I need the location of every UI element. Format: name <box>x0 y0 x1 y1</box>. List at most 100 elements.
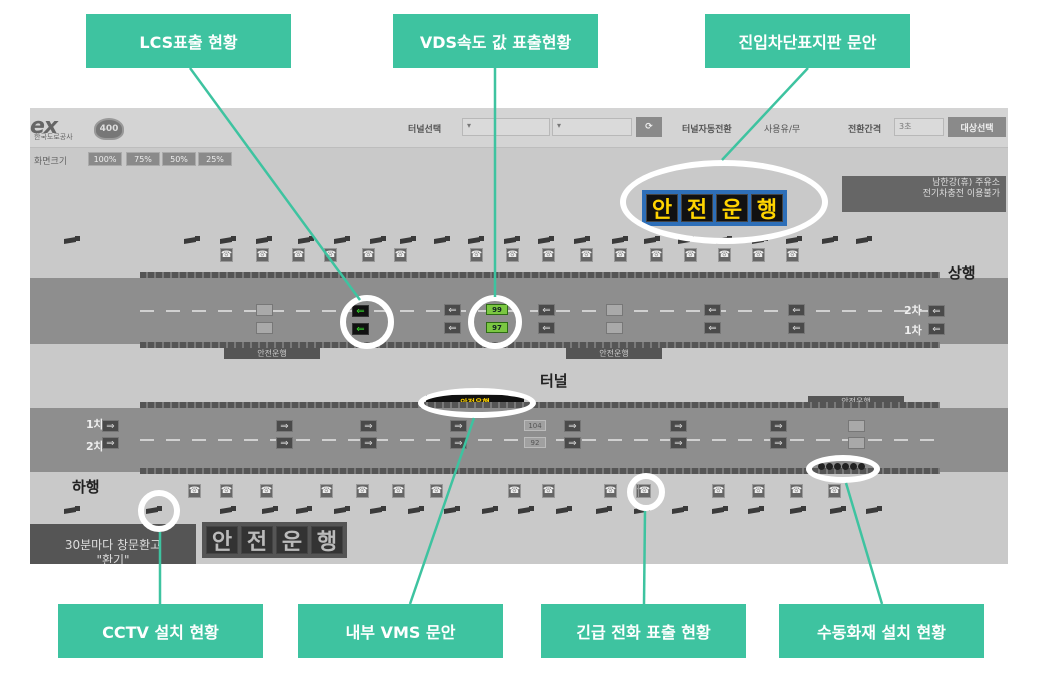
emergency-phone-icon[interactable]: ☎ <box>828 484 841 498</box>
cctv-icon[interactable] <box>538 236 556 244</box>
cctv-icon[interactable] <box>822 236 840 244</box>
cctv-icon[interactable] <box>256 236 274 244</box>
zoom-25-button[interactable]: 25% <box>198 152 232 166</box>
emergency-phone-icon[interactable]: ☎ <box>542 248 555 262</box>
zoom-50-button[interactable]: 50% <box>162 152 196 166</box>
lcs-signal[interactable]: ⇒ <box>276 437 293 449</box>
lcs-signal[interactable]: ⇒ <box>360 437 377 449</box>
tunnel-select-1[interactable]: ▾ <box>462 118 550 136</box>
lcs-signal[interactable]: ⇒ <box>770 420 787 432</box>
emergency-phone-icon[interactable]: ☎ <box>220 248 233 262</box>
zoom-100-button[interactable]: 100% <box>88 152 122 166</box>
cctv-icon[interactable] <box>644 236 662 244</box>
tunnel-select-2[interactable]: ▾ <box>552 118 632 136</box>
cctv-icon[interactable] <box>712 506 730 514</box>
cctv-icon[interactable] <box>574 236 592 244</box>
lcs-signal[interactable] <box>848 437 865 449</box>
cctv-icon[interactable] <box>220 506 238 514</box>
cctv-icon[interactable] <box>184 236 202 244</box>
cctv-icon[interactable] <box>612 236 630 244</box>
use-toggle-checkbox[interactable]: 사용유/무 <box>764 125 801 135</box>
cctv-icon[interactable] <box>262 506 280 514</box>
lcs-signal[interactable]: ⇒ <box>102 420 119 432</box>
emergency-phone-icon[interactable]: ☎ <box>650 248 663 262</box>
lcs-signal[interactable] <box>256 322 273 334</box>
cctv-icon[interactable] <box>64 506 82 514</box>
vds-speed-down-lane1[interactable]: 104 <box>524 420 546 431</box>
cctv-icon[interactable] <box>556 506 574 514</box>
emergency-phone-icon[interactable]: ☎ <box>752 484 765 498</box>
lcs-signal[interactable]: ⇒ <box>450 437 467 449</box>
cctv-icon[interactable] <box>434 236 452 244</box>
emergency-phone-icon[interactable]: ☎ <box>542 484 555 498</box>
zoom-75-button[interactable]: 75% <box>126 152 160 166</box>
cctv-icon[interactable] <box>334 236 352 244</box>
emergency-phone-icon[interactable]: ☎ <box>260 484 273 498</box>
emergency-phone-icon[interactable]: ☎ <box>256 248 269 262</box>
cctv-icon[interactable] <box>786 236 804 244</box>
emergency-phone-icon[interactable]: ☎ <box>614 248 627 262</box>
refresh-icon[interactable]: ⟳ <box>636 117 662 137</box>
lcs-signal[interactable]: ⇒ <box>564 437 581 449</box>
cctv-icon[interactable] <box>298 236 316 244</box>
emergency-phone-icon[interactable]: ☎ <box>712 484 725 498</box>
vds-speed-down-lane2[interactable]: 92 <box>524 437 546 448</box>
lcs-signal[interactable]: ⇒ <box>450 420 467 432</box>
lcs-signal[interactable]: ⇐ <box>928 323 945 335</box>
emergency-phone-icon[interactable]: ☎ <box>356 484 369 498</box>
cctv-icon[interactable] <box>482 506 500 514</box>
emergency-phone-icon[interactable]: ☎ <box>752 248 765 262</box>
emergency-phone-icon[interactable]: ☎ <box>506 248 519 262</box>
lcs-signal[interactable]: ⇐ <box>538 304 555 316</box>
lcs-signal[interactable]: ⇒ <box>670 420 687 432</box>
target-select-button[interactable]: 대상선택 <box>948 117 1006 137</box>
lcs-signal[interactable]: ⇒ <box>670 437 687 449</box>
emergency-phone-icon[interactable]: ☎ <box>580 248 593 262</box>
lcs-signal[interactable] <box>606 322 623 334</box>
emergency-phone-icon[interactable]: ☎ <box>508 484 521 498</box>
lcs-signal[interactable]: ⇒ <box>564 420 581 432</box>
emergency-phone-icon[interactable]: ☎ <box>188 484 201 498</box>
cctv-icon[interactable] <box>866 506 884 514</box>
lcs-signal[interactable]: ⇐ <box>444 304 461 316</box>
lcs-signal[interactable]: ⇐ <box>444 322 461 334</box>
cctv-icon[interactable] <box>518 506 536 514</box>
lcs-signal[interactable] <box>848 420 865 432</box>
cctv-icon[interactable] <box>596 506 614 514</box>
lcs-signal[interactable]: ⇐ <box>928 305 945 317</box>
lcs-signal[interactable]: ⇐ <box>538 322 555 334</box>
emergency-phone-icon[interactable]: ☎ <box>320 484 333 498</box>
emergency-phone-icon[interactable]: ☎ <box>430 484 443 498</box>
cctv-icon[interactable] <box>220 236 238 244</box>
lcs-signal[interactable]: ⇒ <box>276 420 293 432</box>
cctv-icon[interactable] <box>830 506 848 514</box>
emergency-phone-icon[interactable]: ☎ <box>392 484 405 498</box>
cctv-icon[interactable] <box>408 506 426 514</box>
emergency-phone-icon[interactable]: ☎ <box>786 248 799 262</box>
lcs-signal[interactable] <box>256 304 273 316</box>
cctv-icon[interactable] <box>468 236 486 244</box>
emergency-phone-icon[interactable]: ☎ <box>220 484 233 498</box>
cctv-icon[interactable] <box>334 506 352 514</box>
emergency-phone-icon[interactable]: ☎ <box>324 248 337 262</box>
emergency-phone-icon[interactable]: ☎ <box>718 248 731 262</box>
emergency-phone-icon[interactable]: ☎ <box>362 248 375 262</box>
cctv-icon[interactable] <box>790 506 808 514</box>
lcs-signal[interactable]: ⇐ <box>788 304 805 316</box>
emergency-phone-icon[interactable]: ☎ <box>470 248 483 262</box>
emergency-phone-icon[interactable]: ☎ <box>604 484 617 498</box>
lcs-signal[interactable] <box>606 304 623 316</box>
lcs-signal[interactable]: ⇒ <box>360 420 377 432</box>
cctv-icon[interactable] <box>444 506 462 514</box>
lcs-signal[interactable]: ⇒ <box>770 437 787 449</box>
cctv-icon[interactable] <box>370 236 388 244</box>
emergency-phone-icon[interactable]: ☎ <box>292 248 305 262</box>
lcs-signal[interactable]: ⇐ <box>704 322 721 334</box>
info-sign-top-right[interactable]: 남한강(휴) 주유소 전기차충전 이용불가 <box>842 176 1006 212</box>
emergency-phone-icon[interactable]: ☎ <box>790 484 803 498</box>
emergency-phone-icon[interactable]: ☎ <box>684 248 697 262</box>
cctv-icon[interactable] <box>370 506 388 514</box>
lcs-signal[interactable]: ⇒ <box>102 437 119 449</box>
lcs-signal[interactable]: ⇐ <box>788 322 805 334</box>
lcs-signal[interactable]: ⇐ <box>704 304 721 316</box>
